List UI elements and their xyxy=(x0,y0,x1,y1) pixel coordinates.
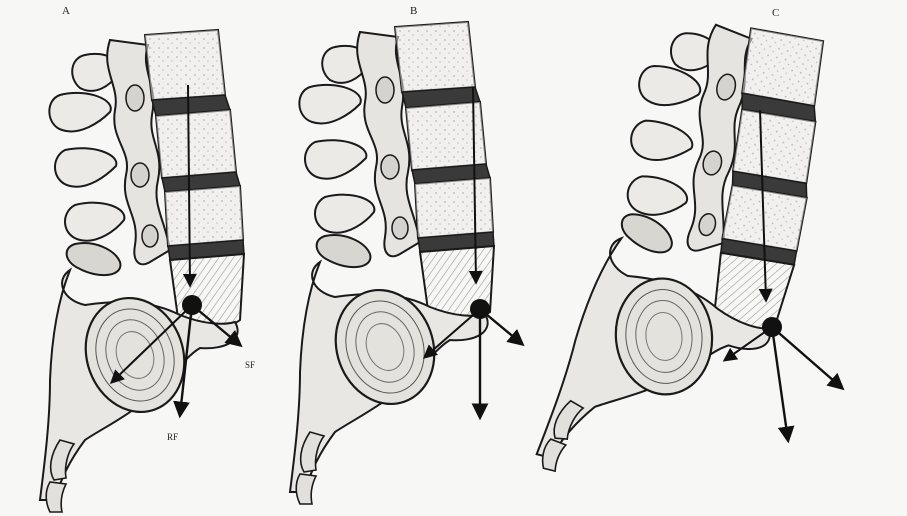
resultant-force-label: RF xyxy=(167,432,178,442)
panel-a-label: A xyxy=(62,5,70,17)
shear-force-label: SF xyxy=(245,360,255,370)
panel-c-label: C xyxy=(772,7,779,19)
panel-b-label: B xyxy=(410,5,417,17)
